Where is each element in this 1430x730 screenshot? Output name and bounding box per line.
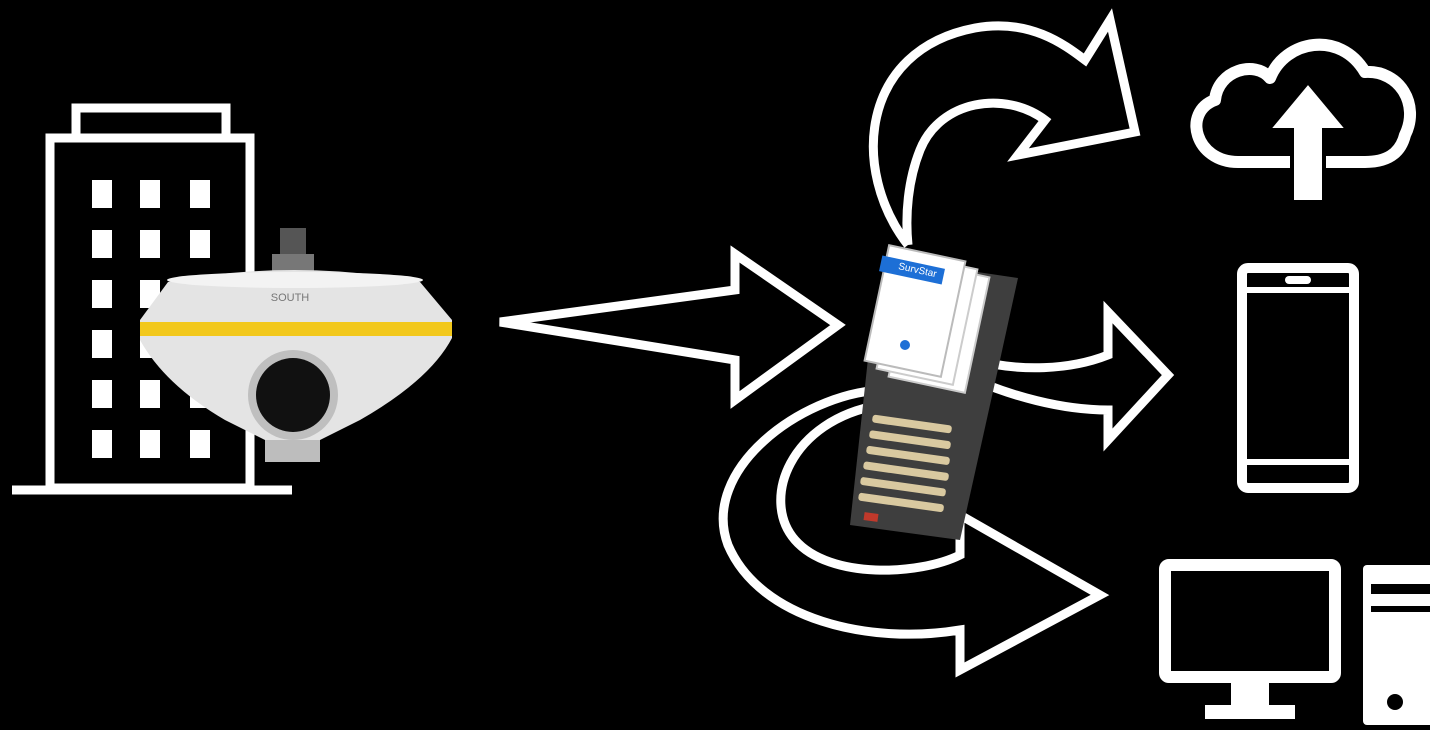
smartphone-icon (1242, 268, 1354, 488)
receiver-brand-label: SOUTH (271, 292, 310, 304)
